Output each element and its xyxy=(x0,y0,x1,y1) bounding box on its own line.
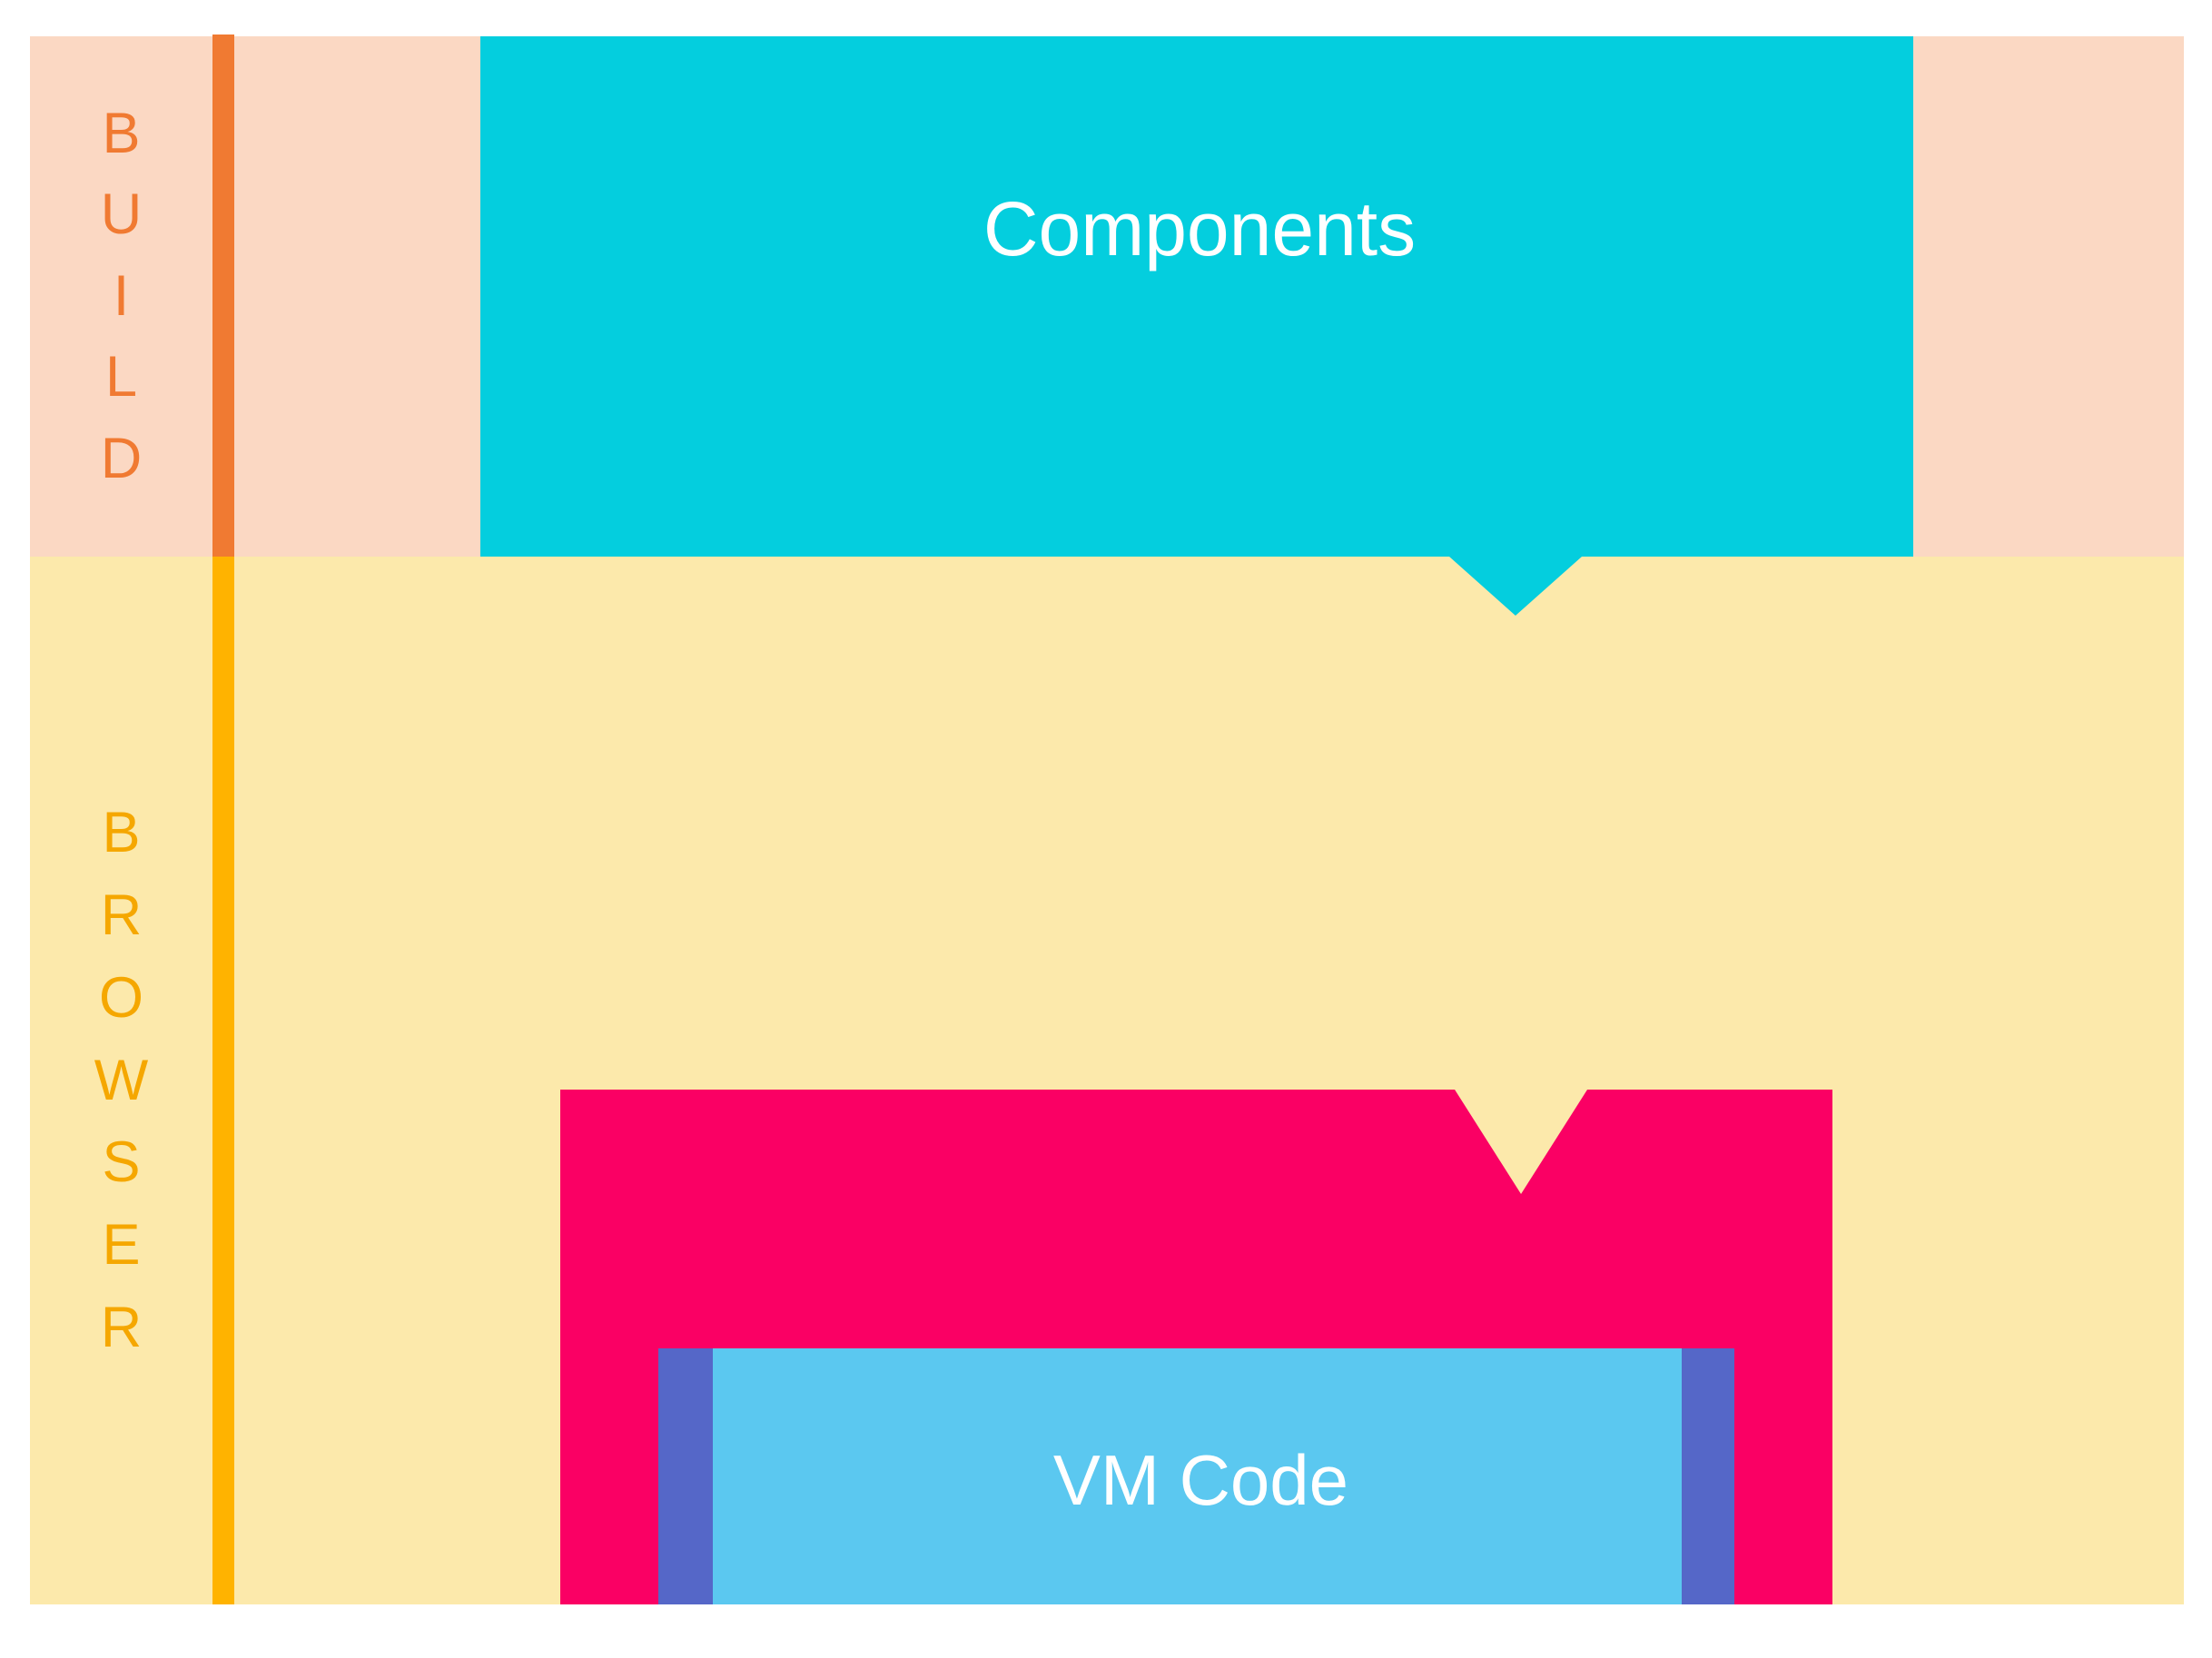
lane-label-browser: B R O W S E R xyxy=(30,557,212,1604)
lane-label-build: B U I L D xyxy=(30,36,212,557)
lane-label-browser-letter: R xyxy=(100,1295,143,1359)
lane-label-browser-letter: B xyxy=(102,801,141,865)
lane-label-browser-letter: W xyxy=(94,1048,149,1112)
lane-divider-browser xyxy=(212,557,234,1604)
lane-label-build-letter: L xyxy=(104,345,138,410)
lane-label-browser-letter: E xyxy=(102,1213,141,1278)
lane-label-build-letter: I xyxy=(113,263,130,328)
lane-label-browser-letter: O xyxy=(98,965,143,1030)
stage-box-vm-code[interactable]: VM Code xyxy=(713,1348,1682,1604)
lane-label-browser-letter: R xyxy=(100,883,143,948)
lane-divider-build xyxy=(212,35,234,557)
lane-label-browser-letter: S xyxy=(102,1130,141,1195)
lane-label-build-letter: D xyxy=(100,426,143,490)
lane-label-build-letter: U xyxy=(100,183,143,247)
stage-box-components[interactable]: Components xyxy=(480,36,1913,616)
stage-label-vm-code: VM Code xyxy=(1052,1440,1349,1520)
lane-label-build-letter: B xyxy=(102,101,141,165)
stage-label-components: Components xyxy=(983,186,1417,271)
